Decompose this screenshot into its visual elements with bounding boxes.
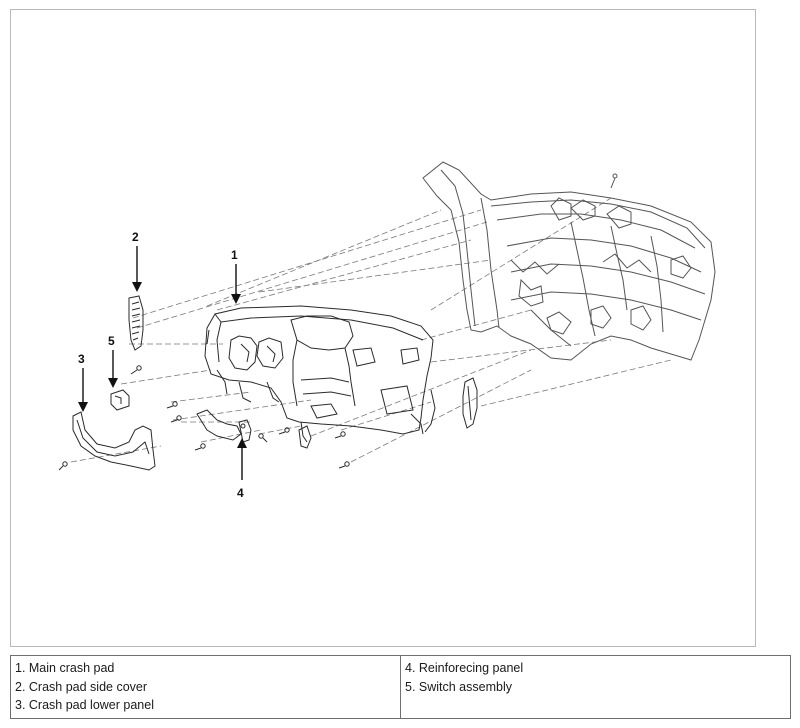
callout-arrows — [78, 246, 247, 480]
switch-assembly — [110, 389, 130, 411]
body-shell-structure — [422, 161, 716, 361]
exploded-diagram: 2 1 3 5 4 — [58, 161, 716, 500]
callout-1: 1 — [231, 248, 238, 262]
legend-item-crash-pad-side-cover: 2. Crash pad side cover — [15, 679, 148, 694]
legend-column-right: 4. Reinforecing panel 5. Switch assembly — [401, 656, 790, 718]
right-side-cover — [462, 377, 478, 429]
legend-item-crash-pad-lower-panel: 3. Crash pad lower panel — [15, 698, 154, 712]
legend-table: 1. Main crash pad 2. Crash pad side cove… — [10, 655, 791, 719]
callout-5: 5 — [108, 334, 115, 348]
crash-pad-lower-panel — [72, 411, 156, 471]
legend-item-reinforcing-panel: 4. Reinforecing panel — [405, 661, 524, 675]
callout-4: 4 — [237, 486, 244, 500]
main-crash-pad — [204, 305, 436, 443]
fasteners — [58, 365, 350, 471]
crash-pad-side-cover — [128, 295, 144, 351]
legend-item-main-crash-pad: 1. Main crash pad — [15, 661, 115, 675]
exploded-diagram-frame: 2 1 3 5 4 — [10, 9, 756, 647]
legend-item-switch-assembly: 5. Switch assembly — [405, 679, 512, 694]
reinforcing-panel — [196, 409, 312, 449]
legend-column-left: 1. Main crash pad 2. Crash pad side cove… — [11, 656, 401, 718]
alignment-lines — [70, 197, 672, 463]
callout-3: 3 — [78, 352, 85, 366]
callout-2: 2 — [132, 230, 139, 244]
